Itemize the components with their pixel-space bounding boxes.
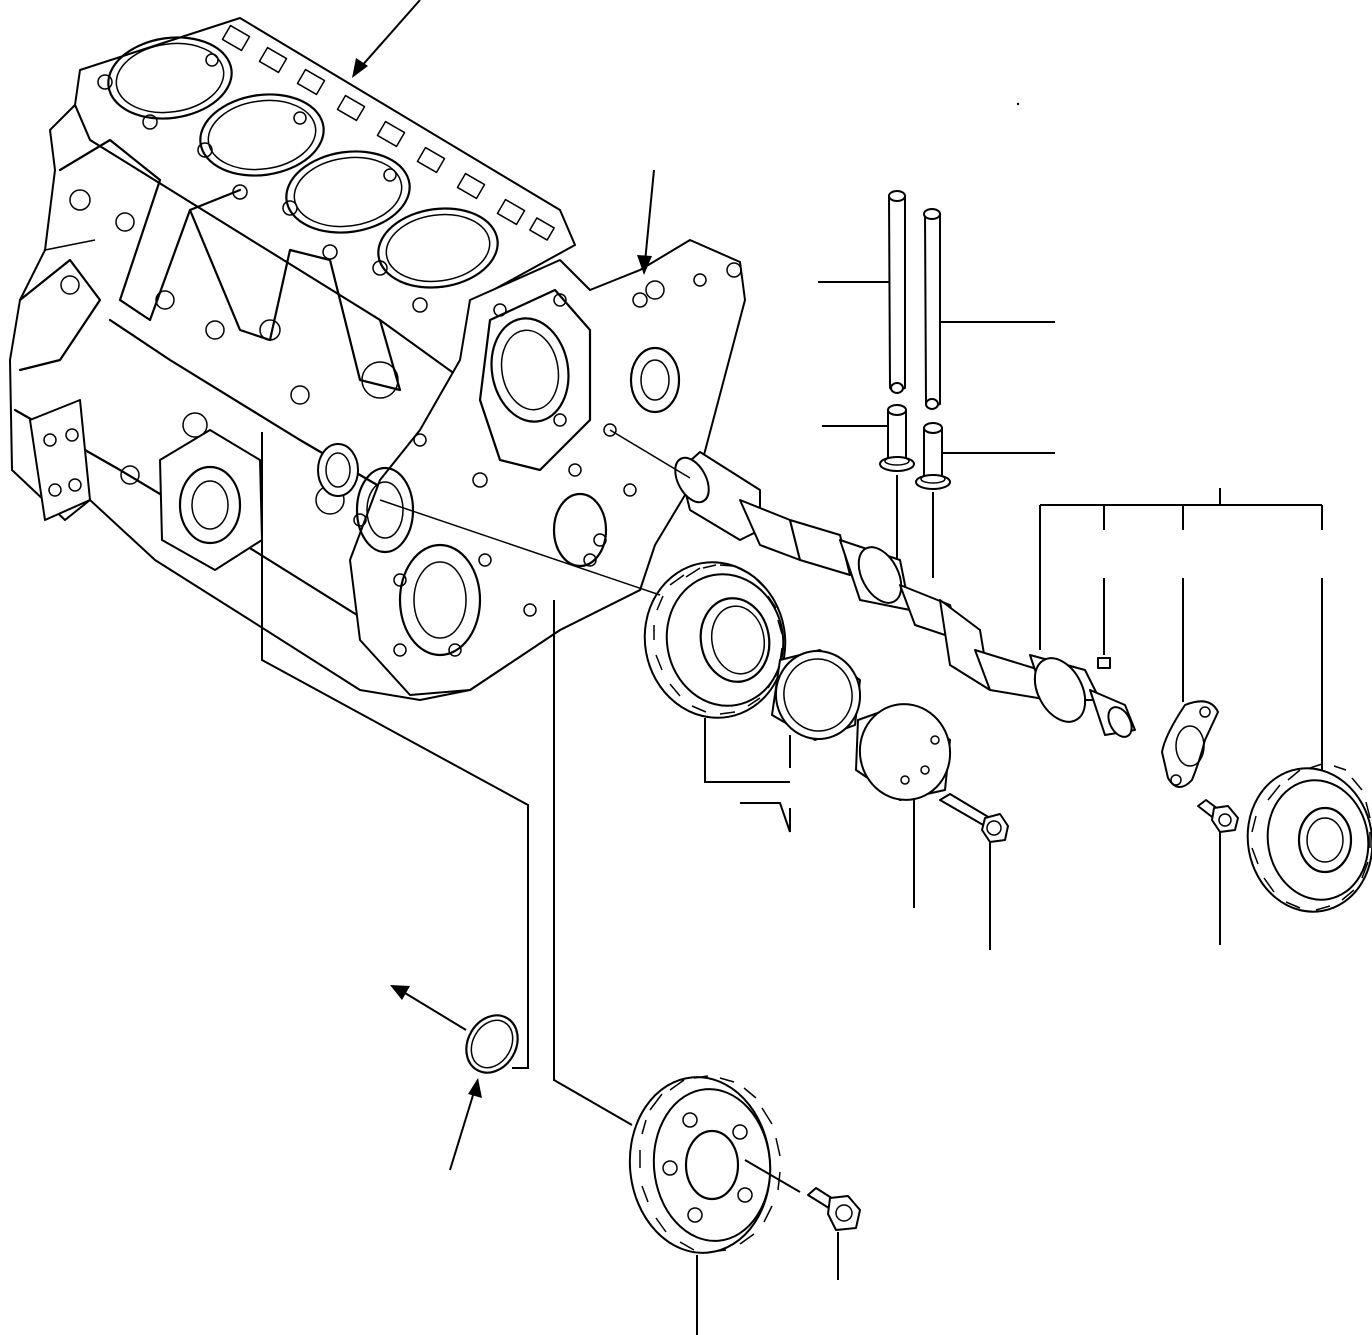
stray-mark [1016,102,1020,106]
arrowhead-engine-block [352,58,368,78]
leader-o-ring-up [449,1091,475,1171]
cam-gear-bolt [1197,799,1239,833]
arrowhead-o-ring-left [390,985,410,1000]
tappet-right [915,422,951,490]
idler-gear [643,561,787,719]
bracket-idler-group [740,802,791,833]
bracket-idler-gear [704,718,790,783]
push-rod-right [923,208,941,410]
tappet-left [879,404,915,472]
callout-lines [261,0,1323,1335]
cam-gear [1246,763,1372,913]
idler-bolt [939,793,1009,843]
thrust-plate [1161,700,1219,788]
axis-idler [379,499,661,596]
idler-bushing [771,649,862,741]
push-rod-left [888,190,906,394]
leader-o-ring-path [261,432,529,1069]
arrowhead-o-ring-up [468,1078,482,1098]
arrowhead-timing-plate [637,255,652,275]
leader-o-ring-arrow [404,992,467,1031]
leader-engine-block [359,0,421,69]
engine-block [9,17,746,701]
axis-camshaft [609,429,691,479]
idler-shaft [855,703,952,801]
leader-timing-plate [644,169,655,263]
leader-crank-bolt-axis [744,1159,801,1193]
camshaft [674,451,1136,738]
crank-gear [628,1075,781,1254]
o-ring [465,1014,519,1074]
crank-gear-bolt [807,1187,861,1231]
leader-crank-gear-path [553,600,633,1126]
